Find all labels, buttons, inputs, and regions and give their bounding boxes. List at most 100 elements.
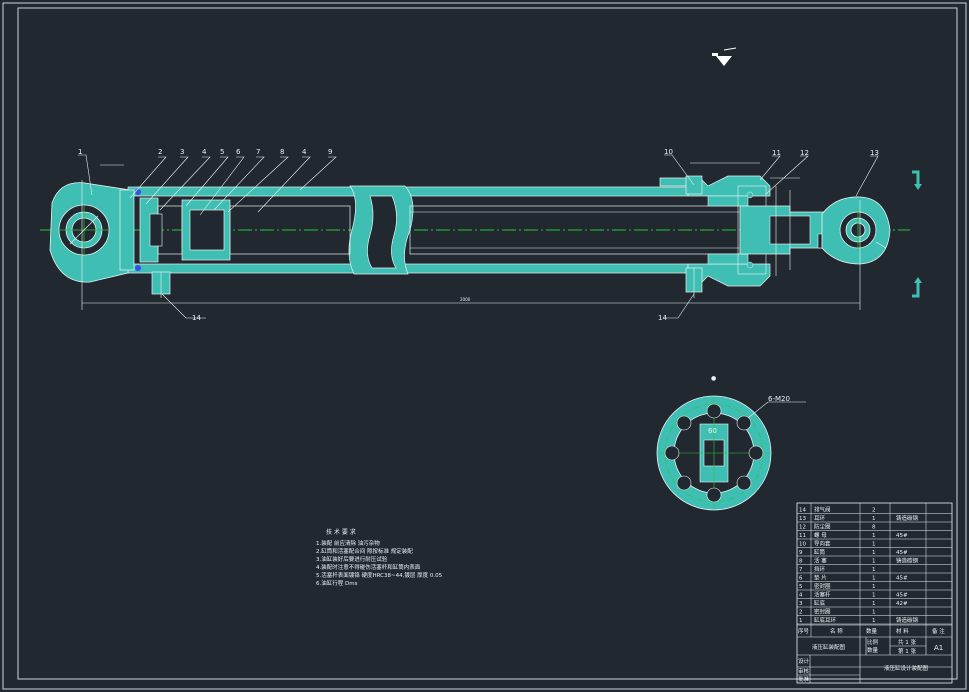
balloon-12: 12 bbox=[800, 149, 809, 157]
bom-cell-no: 13 bbox=[799, 516, 806, 522]
bom-cell-no: 4 bbox=[799, 593, 803, 599]
bom-cell-name: 垫 片 bbox=[814, 574, 827, 582]
balloon-6: 6 bbox=[236, 148, 241, 156]
bom-cell-no: 12 bbox=[799, 525, 806, 531]
bom-cell-name: 密封圈 bbox=[814, 608, 831, 616]
leader-lines bbox=[78, 154, 879, 319]
bom-cell-qty: 1 bbox=[872, 601, 876, 607]
dimension-lines bbox=[81, 162, 861, 310]
balloon-1: 1 bbox=[78, 148, 82, 156]
section-marker-icon bbox=[712, 47, 737, 66]
rear-clevis bbox=[49, 182, 133, 283]
bom-cell-qty: 1 bbox=[872, 610, 876, 616]
cylinder-assembly: 2000 1 2 3 4 5 6 7 bbox=[40, 148, 922, 322]
flange-dim-label: 60 bbox=[708, 427, 717, 435]
bom-cell-name: 挡环 bbox=[814, 565, 826, 573]
bom-cell-qty: 1 bbox=[872, 576, 876, 582]
bom-cell-name: 耳环 bbox=[814, 515, 826, 522]
tech-req-line-1: 1.装配 前应清除 油污杂物 bbox=[316, 539, 380, 547]
inner-frame bbox=[17, 7, 958, 680]
flange-end-view: ● 6-M20 60 bbox=[656, 375, 806, 511]
tech-req-title: 技 术 要 求 bbox=[326, 528, 356, 536]
tech-req-line-5: 5.活塞杆表面镀铬 硬度HRC38~44,镀层 厚度 0.05 bbox=[316, 571, 443, 579]
bom-cell-material: 45# bbox=[896, 550, 908, 556]
bom-cell-no: 5 bbox=[799, 584, 803, 590]
bom-cell-qty: 1 bbox=[872, 516, 876, 522]
balloon-9: 9 bbox=[328, 148, 332, 156]
piston bbox=[135, 189, 231, 271]
balloon-14-left: 14 bbox=[192, 314, 201, 322]
cylinder-barrel bbox=[119, 185, 689, 275]
balloon-2: 2 bbox=[158, 148, 162, 156]
bom-cell-no: 10 bbox=[799, 542, 806, 548]
bom-cell-qty: 2 bbox=[872, 508, 876, 514]
rear-port bbox=[151, 271, 171, 298]
bom-header-no: 序号 bbox=[798, 627, 810, 635]
bom-cell-name: 活 塞 bbox=[814, 557, 827, 565]
balloon-7: 7 bbox=[256, 148, 260, 156]
bom-cell-name: 螺 母 bbox=[814, 531, 827, 539]
title-block bbox=[797, 637, 952, 683]
bom-cell-name: 排气阀 bbox=[814, 506, 831, 514]
bom-cell-qty: 1 bbox=[872, 550, 876, 556]
bom-cell-no: 6 bbox=[799, 576, 803, 582]
balloon-10: 10 bbox=[664, 148, 673, 156]
bom-cell-material: 42# bbox=[896, 601, 908, 607]
title-block-text: 液压缸装配图 比例 数量 共 1 张 第 1 张 A1 设计 审核 批准 液压缸… bbox=[798, 638, 943, 683]
tech-req-line-3: 3.油缸装好后要进行耐压试验 bbox=[316, 555, 388, 563]
bom-cell-no: 8 bbox=[799, 559, 803, 565]
front-rod-eye bbox=[821, 196, 891, 265]
bom-header-remark: 备 注 bbox=[932, 627, 945, 635]
bom-cell-name: 缸底 bbox=[814, 599, 826, 607]
bom-cell-name: 缸底耳环 bbox=[814, 616, 837, 624]
balloon-8: 8 bbox=[280, 148, 284, 156]
bom-header-qty: 数量 bbox=[866, 627, 878, 635]
bom-cell-qty: 1 bbox=[872, 533, 876, 539]
sheet-number: 第 1 张 bbox=[898, 647, 916, 655]
bom-cell-name: 导向套 bbox=[814, 540, 831, 548]
scale-label: 比例 bbox=[867, 638, 879, 646]
bom-cell-qty: 1 bbox=[872, 584, 876, 590]
sheet-total: 共 1 张 bbox=[898, 638, 916, 646]
bom-cell-material: 铸造碳钢 bbox=[896, 514, 919, 522]
rod-end-nut bbox=[739, 205, 833, 255]
bom-cell-no: 9 bbox=[799, 550, 803, 556]
tech-req-line-6: 6.油缸行程 Dms bbox=[316, 579, 358, 587]
bom-cell-qty: 1 bbox=[872, 559, 876, 565]
approved-label: 批准 bbox=[798, 675, 810, 683]
bom-cell-qty: 1 bbox=[872, 593, 876, 599]
view-marker-dot: ● bbox=[711, 375, 716, 382]
balloon-11: 11 bbox=[772, 149, 781, 157]
bom-cell-name: 防尘圈 bbox=[814, 523, 831, 531]
bom-cell-name: 密封圈 bbox=[814, 582, 831, 590]
section-arrow-top bbox=[912, 170, 922, 190]
tech-req-line-2: 2.缸筒和活塞配合间 隙按标准 规定装配 bbox=[316, 547, 413, 555]
thread-spec-label: 6-M20 bbox=[768, 395, 790, 403]
bom-cell-qty: 1 bbox=[872, 618, 876, 624]
balloon-4: 4 bbox=[202, 148, 207, 156]
balloon-4b: 4 bbox=[302, 148, 307, 156]
bom-header-name: 名 称 bbox=[830, 627, 843, 635]
bom-cell-no: 1 bbox=[799, 618, 803, 624]
balloon-14-right: 14 bbox=[658, 314, 667, 322]
bom-cell-qty: 1 bbox=[872, 567, 876, 573]
bom-cell-qty: 8 bbox=[872, 525, 876, 531]
bom-cell-name: 缸筒 bbox=[814, 548, 826, 556]
drawn-label: 设计 bbox=[798, 657, 810, 665]
checked-label: 审核 bbox=[798, 667, 810, 675]
tech-req-line-4: 4.装配时注意不得碰伤活塞杆和缸筒内表面 bbox=[316, 563, 421, 571]
bolt-holes bbox=[664, 403, 764, 503]
bom-cell-name: 活塞杆 bbox=[814, 591, 831, 599]
bom-cell-material: 45# bbox=[896, 533, 908, 539]
bom-cell-material: 45# bbox=[896, 576, 908, 582]
qty-label: 数量 bbox=[867, 646, 879, 654]
overall-length-dim: 2000 bbox=[460, 297, 471, 302]
bom-cell-no: 3 bbox=[799, 601, 803, 607]
balloon-labels: 1 2 3 4 5 6 7 8 4 9 10 11 12 13 14 14 bbox=[78, 148, 879, 322]
project-title: 液压缸装配图 bbox=[812, 643, 846, 651]
bom-cell-no: 7 bbox=[799, 567, 803, 573]
bom-cell-qty: 1 bbox=[872, 542, 876, 548]
bom-cell-no: 14 bbox=[799, 508, 806, 514]
